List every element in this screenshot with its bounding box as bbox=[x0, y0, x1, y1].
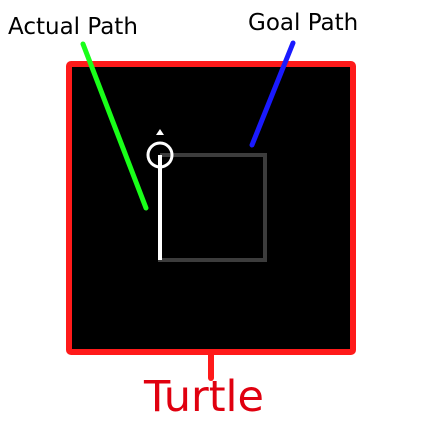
actual-path-label: Actual Path bbox=[8, 14, 138, 40]
turtle-icon bbox=[146, 129, 174, 169]
goal-path-pointer bbox=[249, 40, 296, 148]
actual-path-pointer bbox=[80, 41, 149, 211]
goal-path-label: Goal Path bbox=[248, 10, 359, 36]
turtle-canvas bbox=[66, 61, 356, 355]
turtle-label: Turtle bbox=[144, 372, 264, 422]
